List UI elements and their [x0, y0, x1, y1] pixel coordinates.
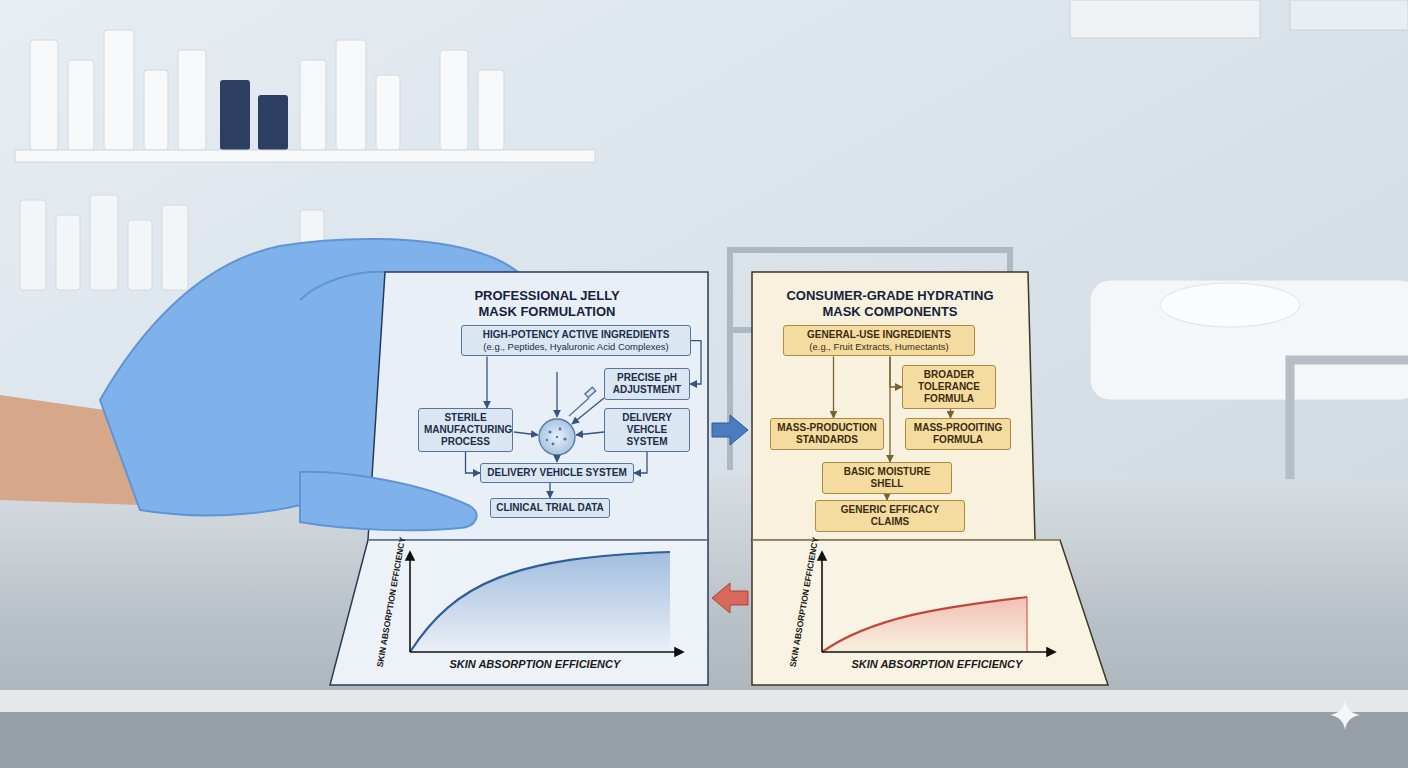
- connector-arrow: [890, 356, 902, 387]
- process-box: HIGH-POTENCY ACTIVE INGREDIENTS(e.g., Pe…: [461, 325, 691, 356]
- box-body: (e.g., Peptides, Hyaluronic Acid Complex…: [467, 341, 685, 352]
- box-heading: GENERAL-USE INGREDIENTS: [789, 329, 969, 341]
- panel-card: CONSUMER-GRADE HYDRATING MASK COMPONENTS…: [752, 272, 1028, 685]
- process-box: DELIVERY VEHCLE SYSTEM: [604, 408, 690, 452]
- process-box: BROADER TOLERANCE FORMULA: [902, 365, 996, 409]
- process-box: CLINICAL TRIAL DATA: [490, 498, 610, 518]
- panel-card: PROFESSIONAL JELLY MASK FORMULATION HIGH-…: [385, 272, 708, 685]
- box-heading: DELIVERY VEHICLE SYSTEM: [486, 467, 628, 479]
- box-heading: MASS-PRODUCTION STANDARDS: [776, 422, 878, 446]
- connector-arrow: [549, 483, 550, 498]
- axis-label-x: SKIN ABSORPTION EFFICIENCY: [450, 658, 621, 670]
- process-box: GENERAL-USE INGREDIENTS(e.g., Fruit Extr…: [783, 325, 975, 356]
- process-box: DELIVERY VEHICLE SYSTEM: [480, 463, 634, 483]
- box-heading: CLINICAL TRIAL DATA: [496, 502, 604, 514]
- process-box: BASIC MOISTURE SHELL: [822, 462, 952, 494]
- connector-arrow: [690, 341, 701, 384]
- block-arrow: [712, 415, 748, 445]
- connector-arrow: [833, 356, 834, 418]
- box-heading: STERILE MANUFACTURING PROCESS: [424, 412, 507, 448]
- connector-arrow: [889, 356, 890, 462]
- box-heading: BROADER TOLERANCE FORMULA: [908, 369, 990, 405]
- block-arrow: [712, 583, 748, 613]
- connector-arrow: [950, 409, 951, 418]
- panel-title: PROFESSIONAL JELLY MASK FORMULATION: [462, 288, 632, 321]
- box-heading: MASS-PROOITING FORMULA: [911, 422, 1005, 446]
- box-heading: PRECISE pH ADJUSTMENT: [610, 372, 684, 396]
- connector-arrow: [486, 356, 487, 408]
- box-heading: BASIC MOISTURE SHELL: [828, 466, 946, 490]
- box-body: (e.g., Fruit Extracts, Humectants): [789, 341, 969, 352]
- box-heading: DELIVERY VEHCLE SYSTEM: [610, 412, 684, 448]
- process-box: GENERIC EFFICACY CLAIMS: [815, 500, 965, 532]
- process-box: MASS-PROOITING FORMULA: [905, 418, 1011, 450]
- panel-title: CONSUMER-GRADE HYDRATING MASK COMPONENTS: [775, 288, 1005, 321]
- process-box: STERILE MANUFACTURING PROCESS: [418, 408, 513, 452]
- box-heading: GENERIC EFFICACY CLAIMS: [821, 504, 959, 528]
- axis-label-x: SKIN ABSORPTION EFFICIENCY: [852, 658, 1023, 670]
- axis-label-y: SKIN ABSORPTION EFFICIENCY: [788, 536, 821, 668]
- process-box: MASS-PRODUCTION STANDARDS: [770, 418, 884, 450]
- box-heading: HIGH-POTENCY ACTIVE INGREDIENTS: [467, 329, 685, 341]
- axis-label-y: SKIN ABSORPTION EFFICIENCY: [375, 536, 408, 668]
- process-box: PRECISE pH ADJUSTMENT: [604, 368, 690, 400]
- connector-arrow: [466, 452, 481, 473]
- connector-arrow: [634, 452, 647, 473]
